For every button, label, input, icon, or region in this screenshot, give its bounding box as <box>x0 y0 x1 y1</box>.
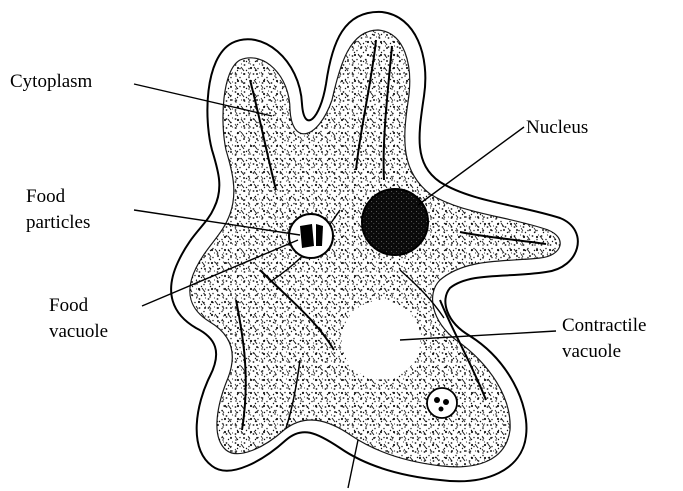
label-food-vacuole: Food vacuole <box>49 293 108 345</box>
label-contractile-vacuole: Contractile vacuole <box>562 313 646 365</box>
food-vacuole-shape <box>289 214 333 258</box>
label-nucleus: Nucleus <box>526 115 588 141</box>
label-food-particles: Food particles <box>26 184 90 236</box>
leader-nucleus <box>418 127 524 205</box>
small-vacuole-shape <box>427 388 457 418</box>
label-cytoplasm: Cytoplasm <box>10 69 92 95</box>
nucleus-shape <box>362 189 428 255</box>
